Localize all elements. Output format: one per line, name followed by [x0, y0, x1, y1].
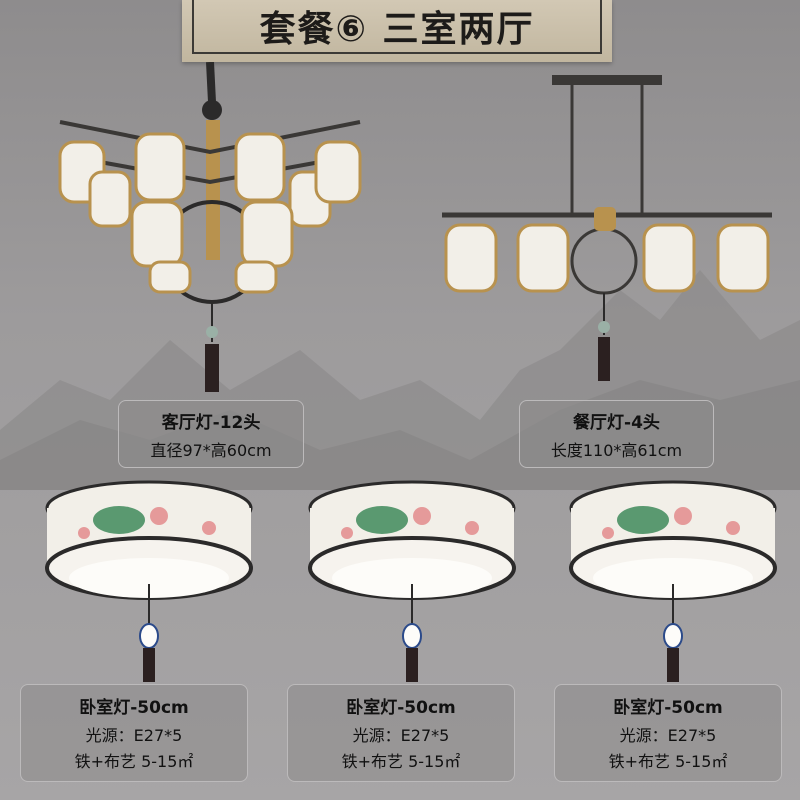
bedroom-title-3: 卧室灯-50cm: [613, 698, 723, 718]
living-room-chandelier-image: [58, 62, 362, 392]
bedroom-label-3: 卧室灯-50cm 光源：E27*5 铁+布艺 5-15㎡: [554, 684, 782, 782]
dining-room-chandelier-image: [442, 75, 772, 381]
bedroom-title-2: 卧室灯-50cm: [346, 698, 456, 718]
package-banner: 套餐⑥ 三室两厅: [182, 0, 612, 62]
living-room-label: 客厅灯-12头 直径97*高60cm: [118, 400, 304, 468]
bedroom-material-1: 铁+布艺 5-15㎡: [74, 752, 194, 771]
bedroom-label-2: 卧室灯-50cm 光源：E27*5 铁+布艺 5-15㎡: [287, 684, 515, 782]
dining-room-title: 餐厅灯-4头: [573, 413, 660, 433]
package-title: 套餐⑥ 三室两厅: [259, 9, 535, 50]
bedroom-lamp-image-1: [45, 480, 253, 682]
bedroom-light-source-2: 光源：E27*5: [352, 726, 450, 745]
bedroom-material-2: 铁+布艺 5-15㎡: [341, 752, 461, 771]
bedroom-light-source-1: 光源：E27*5: [85, 726, 183, 745]
bedroom-lamp-image-2: [308, 480, 516, 682]
dining-room-spec: 长度110*高61cm: [550, 441, 683, 460]
living-room-title: 客厅灯-12头: [161, 413, 261, 433]
dining-room-label: 餐厅灯-4头 长度110*高61cm: [519, 400, 714, 468]
living-room-spec: 直径97*高60cm: [150, 441, 272, 460]
bedroom-material-3: 铁+布艺 5-15㎡: [608, 752, 728, 771]
bedroom-lamp-image-3: [569, 480, 777, 682]
bedroom-title-1: 卧室灯-50cm: [79, 698, 189, 718]
bedroom-label-1: 卧室灯-50cm 光源：E27*5 铁+布艺 5-15㎡: [20, 684, 248, 782]
bedroom-light-source-3: 光源：E27*5: [619, 726, 717, 745]
